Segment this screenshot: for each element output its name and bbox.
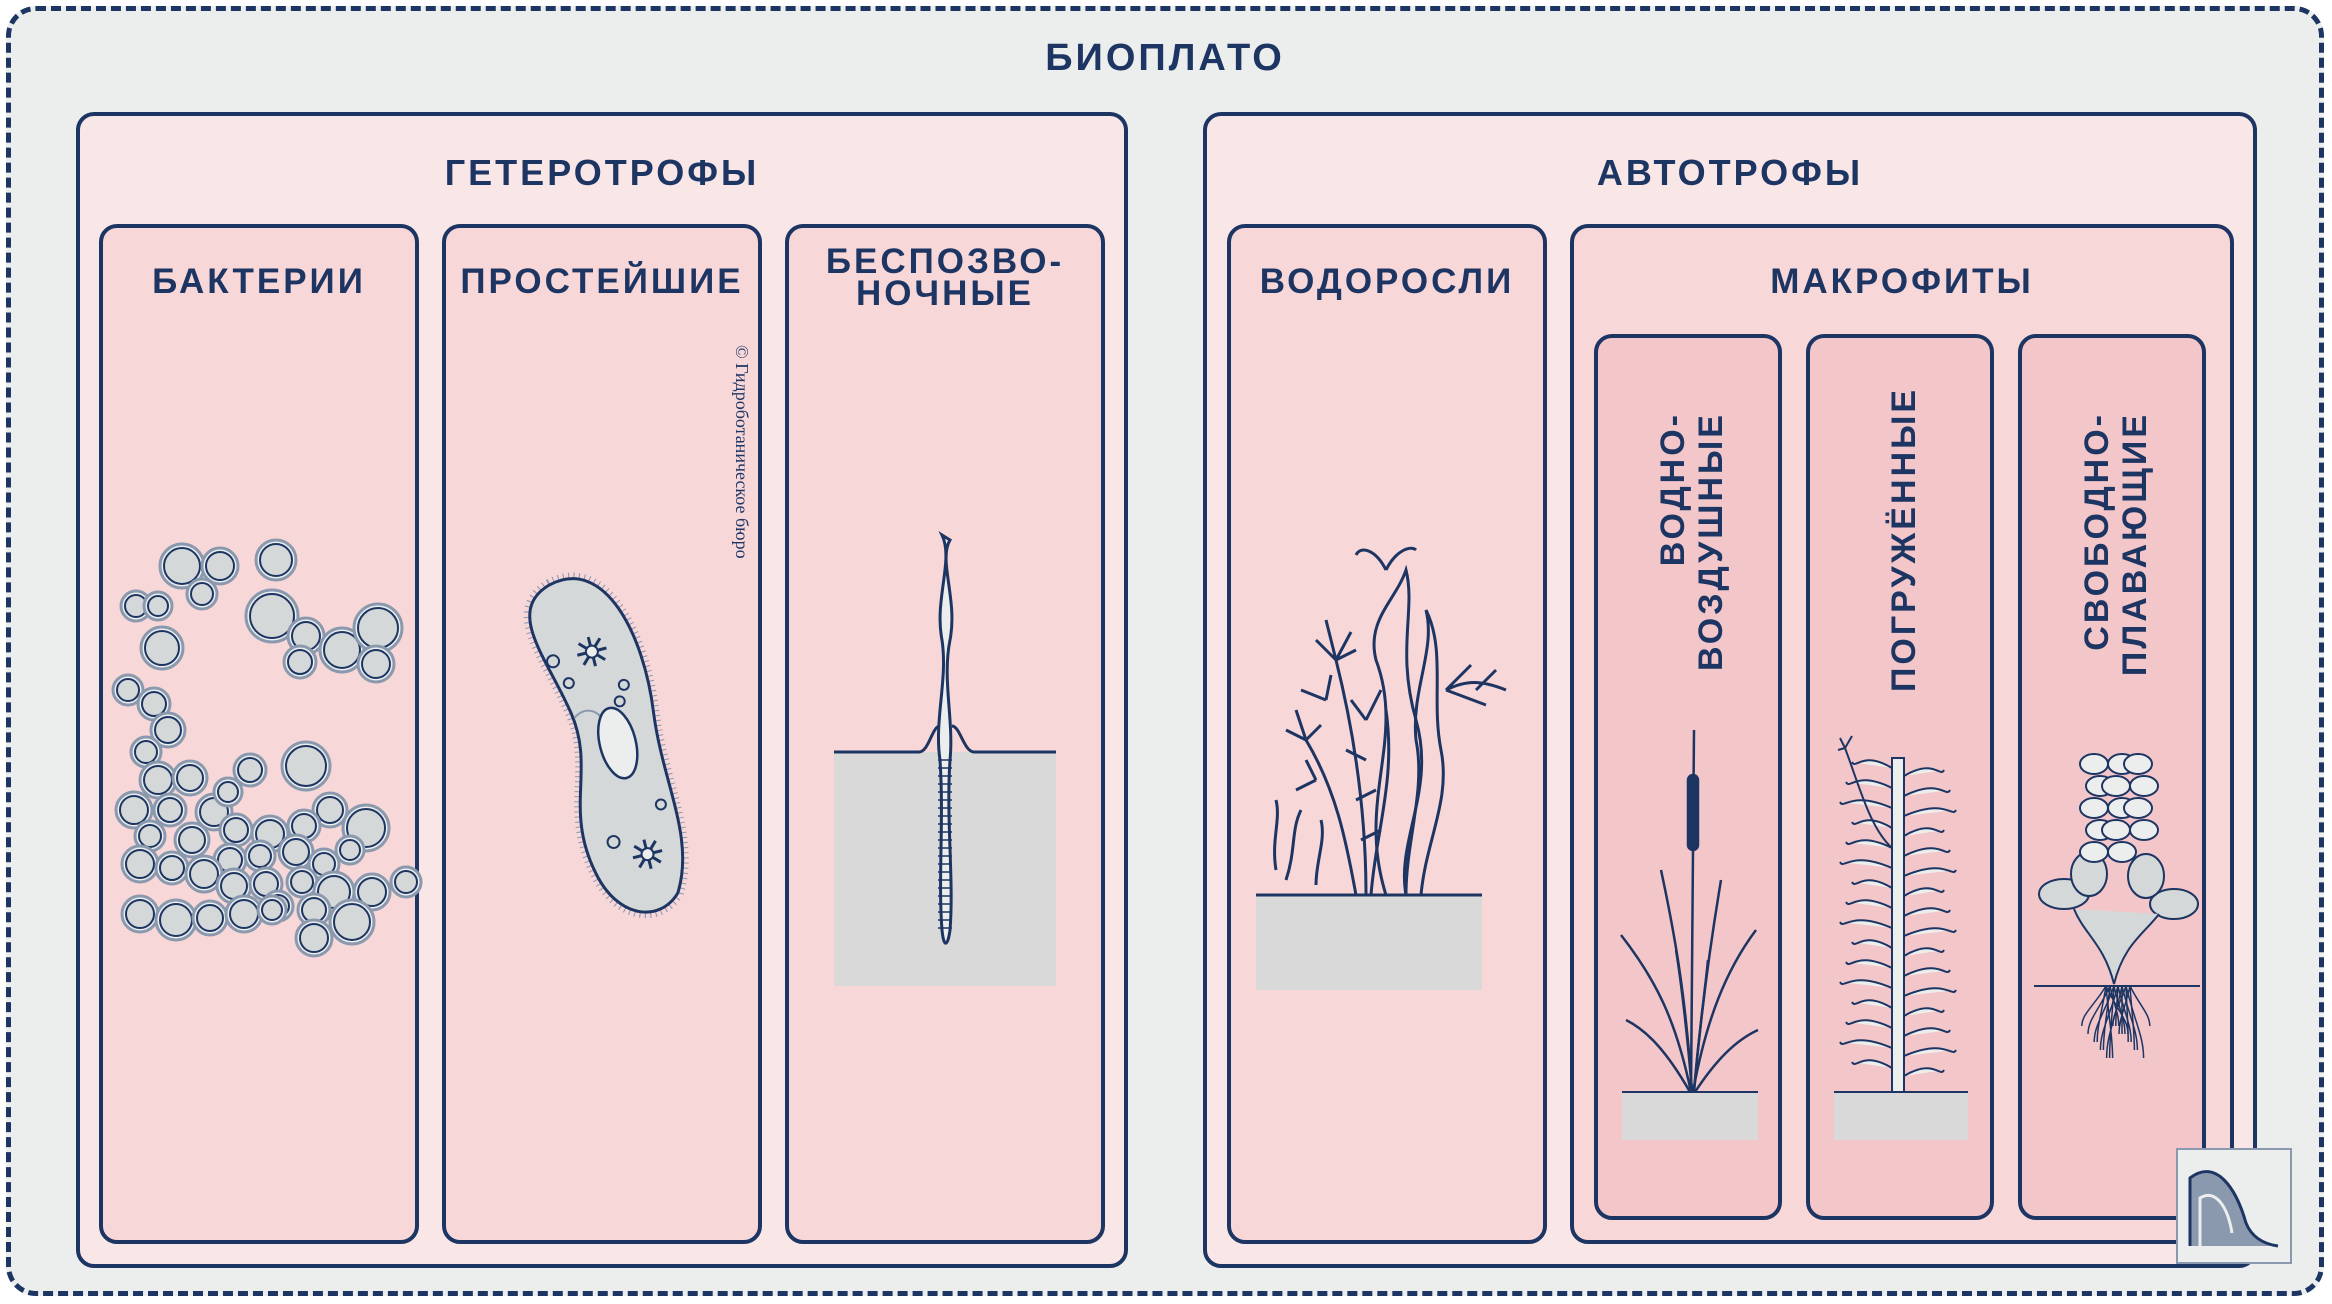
submerged-plant-illustration	[1834, 735, 1968, 1140]
algae-illustration	[1256, 546, 1507, 990]
paramecium-illustration	[523, 572, 689, 919]
copyright-text: © Гидроботаническое бюро	[732, 345, 752, 559]
bureau-logo-icon	[2176, 1148, 2292, 1264]
macrophytes-label: МАКРОФИТЫ	[1770, 262, 2034, 301]
diagram-title: БИОПЛАТО	[1045, 37, 1285, 79]
invertebrates-label: БЕСПОЗВО- НОЧНЫЕ	[825, 242, 1065, 313]
emergent-label: ВОДНО- ВОЗДУШНЫЕ	[1654, 412, 1730, 671]
algae-label: ВОДОРОСЛИ	[1259, 262, 1515, 301]
protozoa-label: ПРОСТЕЙШИЕ	[460, 262, 744, 301]
heterotrophs-title: ГЕТЕРОТРОФЫ	[444, 152, 760, 193]
emergent-plant-illustration	[1620, 729, 1759, 1140]
floating-plant-illustration	[2034, 753, 2200, 1059]
bacteria-illustration	[111, 538, 423, 958]
floating-label: СВОБОДНО- ПЛАВАЮЩИЕ	[2078, 412, 2154, 677]
autotrophs-title: АВТОТРОФЫ	[1596, 152, 1864, 193]
submerged-label: ПОГРУЖЁННЫЕ	[1885, 386, 1923, 692]
bacteria-label: БАКТЕРИИ	[152, 262, 366, 301]
worm-illustration	[834, 530, 1056, 986]
